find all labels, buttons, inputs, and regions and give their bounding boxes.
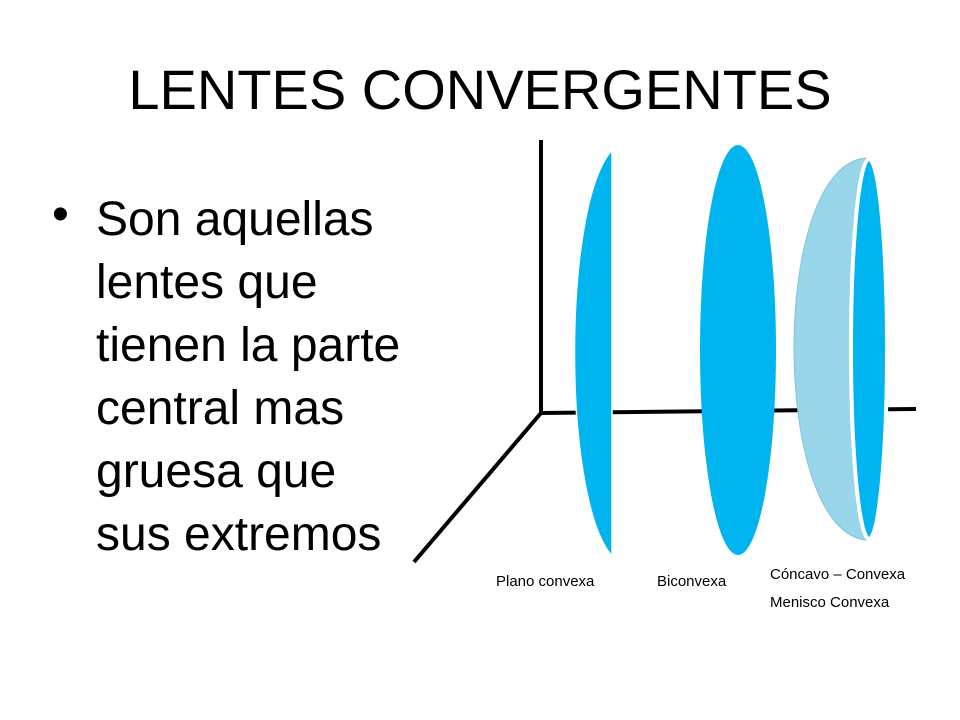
bullet-text: Son aquellas lentes que tienen la parte … [96, 193, 401, 561]
depth-axis [412, 411, 543, 564]
meniscus-lens-face [849, 157, 889, 541]
label-biconvexa: Biconvexa [657, 573, 727, 590]
meniscus-lens-side [793, 157, 867, 541]
bullet-marker: • [52, 188, 69, 241]
plano-convex-lens [573, 148, 613, 558]
slide-title: LENTES CONVERGENTES [128, 58, 832, 121]
label-plano-convexa: Plano convexa [496, 573, 595, 590]
biconvex-lens [700, 145, 776, 555]
label-concavo-convexa: Cóncavo – Convexa [770, 566, 906, 583]
meniscus-lens [793, 157, 889, 541]
label-menisco-convexa: Menisco Convexa [770, 594, 890, 611]
